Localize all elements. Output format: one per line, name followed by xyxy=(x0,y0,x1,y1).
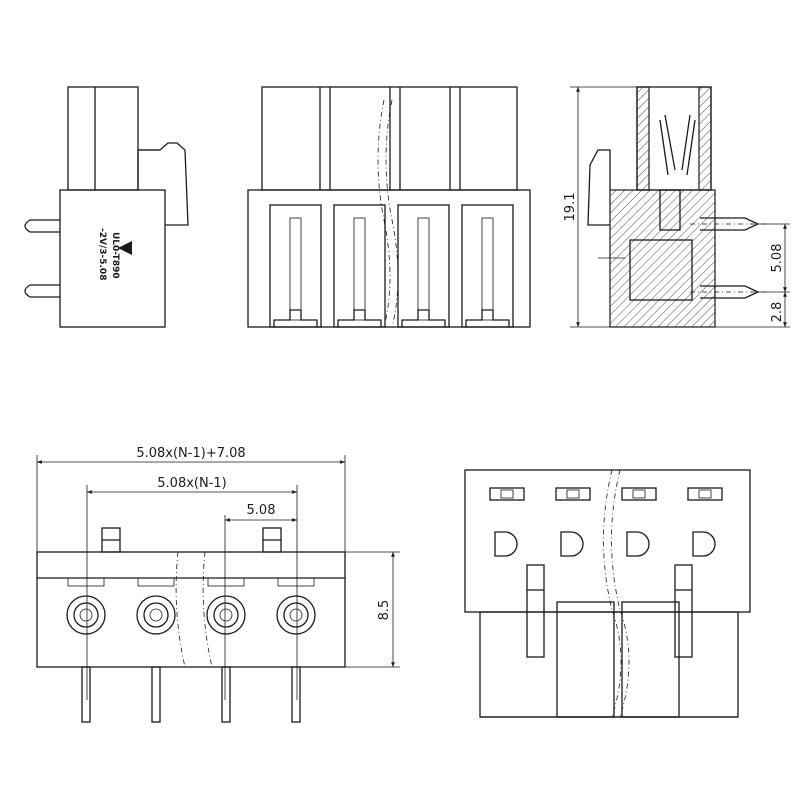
front-contact xyxy=(417,217,430,321)
plan-pin xyxy=(151,666,161,723)
plan-screw-outer xyxy=(276,595,316,635)
dim-pin-offset: 2.8 xyxy=(770,302,785,323)
plan-screw-core xyxy=(219,608,233,622)
plan-slot xyxy=(277,577,315,587)
dim-total-height: 19.1 xyxy=(563,193,578,222)
top-entry-hole xyxy=(560,531,584,557)
marking-line2: -2V/3-5.08 xyxy=(97,228,107,280)
front-contact xyxy=(481,217,494,321)
top-window xyxy=(687,487,723,501)
front-contact xyxy=(289,217,302,321)
dim-body-height: 8.5 xyxy=(377,600,392,621)
plan-screw-inner xyxy=(283,602,309,628)
plan-slot xyxy=(137,577,175,587)
plan-screw-inner xyxy=(73,602,99,628)
left-side-view: UL0-T890 -2V/3-5.08 xyxy=(24,86,189,328)
front-cell xyxy=(397,204,450,328)
plan-slot xyxy=(207,577,245,587)
top-window xyxy=(555,487,591,501)
top-window xyxy=(489,487,525,501)
plan-view: 5.08x(N-1)+7.08 5.08x(N-1) 5.08 8.5 xyxy=(36,446,400,723)
marking-line1: UL0-T890 xyxy=(110,232,120,279)
front-contact-foot xyxy=(401,309,446,327)
front-contact-foot xyxy=(465,309,510,327)
dim-pin-span: 5.08x(N-1) xyxy=(157,476,226,491)
top-entry-hole xyxy=(692,531,716,557)
plan-screw-core xyxy=(289,608,303,622)
plan-pin xyxy=(81,666,91,723)
top-entry-hole xyxy=(494,531,518,557)
top-window xyxy=(621,487,657,501)
plan-screw-outer xyxy=(136,595,176,635)
logo-icon xyxy=(118,241,132,255)
front-view xyxy=(247,86,531,328)
dim-pitch: 5.08 xyxy=(247,503,276,518)
front-contact-foot xyxy=(273,309,318,327)
dim-overall-width: 5.08x(N-1)+7.08 xyxy=(136,446,245,461)
top-window-inner xyxy=(698,489,712,499)
front-contact-foot xyxy=(337,309,382,327)
section-view: 19.1 5.08 2.8 xyxy=(563,86,790,328)
front-cell xyxy=(461,204,514,328)
plan-pin xyxy=(221,666,231,723)
plan-screw-inner xyxy=(213,602,239,628)
top-view xyxy=(464,469,751,718)
plan-pin xyxy=(291,666,301,723)
dim-pin-pitch-side: 5.08 xyxy=(770,244,785,273)
top-entry-hole xyxy=(626,531,650,557)
front-cell xyxy=(333,204,386,328)
top-window-inner xyxy=(500,489,514,499)
plan-slot xyxy=(67,577,105,587)
top-window-inner xyxy=(632,489,646,499)
plan-screw-outer xyxy=(66,595,106,635)
plan-screw-outer xyxy=(206,595,246,635)
front-cell xyxy=(269,204,322,328)
plan-screw-core xyxy=(79,608,93,622)
plan-screw-core xyxy=(149,608,163,622)
plan-screw-inner xyxy=(143,602,169,628)
front-contact xyxy=(353,217,366,321)
top-window-inner xyxy=(566,489,580,499)
